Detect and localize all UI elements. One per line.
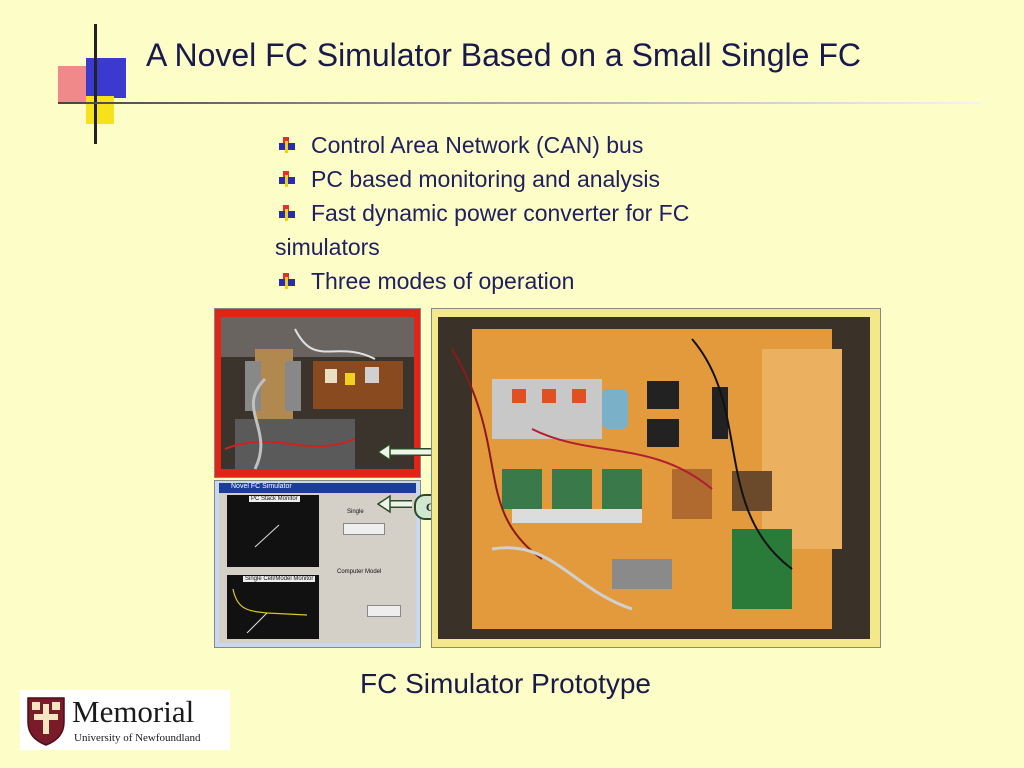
bullet-item: Control Area Network (CAN) bus [275,128,795,162]
fuel-cell-photo-illustration [221,317,414,470]
bullet-text: Control Area Network (CAN) bus [311,132,644,158]
bullet-text: Three modes of operation [311,268,575,294]
figure-caption: FC Simulator Prototype [360,668,651,699]
software-title-bar: Novel FC Simulator [219,483,416,493]
bullet-square-icon [279,137,295,153]
bullet-list: Control Area Network (CAN) bus PC based … [275,128,795,298]
bullet-text: PC based monitoring and analysis [311,166,661,192]
bullet-square-icon [279,273,295,289]
prototype-board-photo [431,308,881,648]
slide-title: A Novel FC Simulator Based on a Small Si… [146,37,861,73]
memorial-university-logo: Memorial University of Newfoundland [20,690,230,750]
university-crest-icon [27,697,65,746]
software-title: Novel FC Simulator [231,483,292,490]
bullet-item: Three modes of operation [275,264,795,298]
bullet-square-icon [279,171,295,187]
software-window-body: PC Stack Monitor Single Cell/Model Monit… [219,493,416,643]
mode-button[interactable] [343,523,385,535]
bullet-text: Fast dynamic power converter for FC [311,200,690,226]
prototype-board-illustration [438,317,870,639]
computer-model-label: Computer Model [337,569,382,575]
bullet-continuation: simulators [275,234,380,260]
decor-vertical-line [94,24,97,144]
stack-monitor-panel: PC Stack Monitor [227,495,319,567]
model-button[interactable] [367,605,401,617]
stack-monitor-title: PC Stack Monitor [249,496,300,502]
cell-monitor-panel: Single Cell/Model Monitor [227,575,319,639]
cell-monitor-plot [232,588,308,634]
cell-monitor-title: Single Cell/Model Monitor [243,576,316,582]
logo-name: Memorial [72,694,195,729]
stack-monitor-plot [254,524,280,548]
logo-subtitle: University of Newfoundland [74,732,201,744]
title-underline [58,102,982,104]
decor-square-yellow [86,96,114,124]
bullet-item: PC based monitoring and analysis [275,162,795,196]
bullet-square-icon [279,205,295,221]
single-group-label: Single [347,509,364,515]
bullet-item: Fast dynamic power converter for FC [275,196,795,230]
decor-square-blue [86,58,126,98]
